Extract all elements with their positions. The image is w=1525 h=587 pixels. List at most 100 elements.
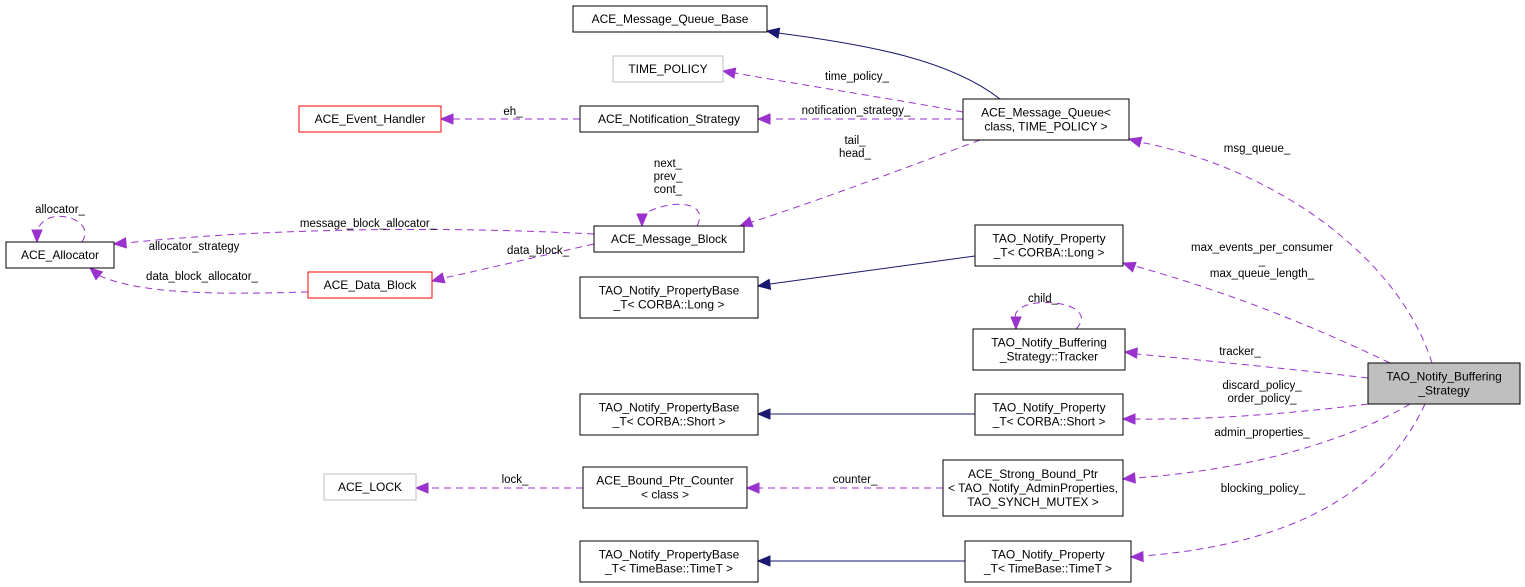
edge-label-eh: eh_ [503, 106, 523, 118]
arrowhead-icon [721, 67, 737, 79]
edge-label-child: child_ [1028, 293, 1059, 305]
class-node-dblock[interactable]: ACE_Data_Block [307, 271, 433, 299]
edge-label-tail-head: tail_head_ [839, 135, 872, 160]
arrowhead-icon [89, 267, 104, 281]
class-node-evh[interactable]: ACE_Event_Handler [298, 105, 442, 133]
class-name-line: ACE_Message_Queue< [981, 106, 1111, 120]
edge-label-line: admin_properties_ [1214, 427, 1310, 439]
edge-label-line: notification_strategy_ [802, 105, 911, 117]
class-node-pblong[interactable]: TAO_Notify_PropertyBase_T< CORBA::Long > [579, 276, 759, 319]
class-name-line: ACE_Allocator [21, 248, 99, 262]
class-name-line: TAO_Notify_PropertyBase [599, 284, 740, 298]
class-node-box [1367, 362, 1521, 405]
class-node-pshort[interactable]: TAO_Notify_Property_T< CORBA::Short > [974, 393, 1124, 436]
class-node-box [942, 459, 1124, 517]
edge-blocking-policy [1142, 403, 1426, 557]
edge-label-line: max_events_per_consumer [1191, 242, 1333, 254]
class-node-box [298, 105, 442, 133]
arrowhead-icon [1127, 136, 1143, 148]
edge-msg-queue [1139, 141, 1433, 364]
edge-label-line: tail_ [844, 135, 866, 147]
arrowhead-icon [738, 216, 754, 228]
edge-plong-inherits-pblong [769, 255, 976, 285]
edge-label-msg-queue: msg_queue_ [1224, 143, 1291, 155]
class-node-acelock[interactable]: ACE_LOCK [323, 473, 417, 501]
class-node-pbshort[interactable]: TAO_Notify_PropertyBase_T< CORBA::Short … [579, 393, 759, 436]
edge-label-line: time_policy_ [825, 71, 890, 83]
class-name-line: ACE_Bound_Ptr_Counter [596, 474, 733, 488]
edge-label-line: order_policy_ [1227, 393, 1297, 405]
class-name-line: < class > [641, 488, 689, 502]
edge-label-counter: counter_ [833, 474, 878, 486]
class-node-mblock[interactable]: ACE_Message_Block [593, 225, 745, 253]
class-node-box [612, 55, 724, 83]
edge-label-tracker: tracker_ [1219, 346, 1261, 358]
edge-discard-order [1134, 403, 1369, 420]
edge-label-max-events: max_events_per_consumer_max_queue_length… [1191, 242, 1333, 280]
class-name-line: _T< CORBA::Short > [992, 415, 1106, 429]
edge-label-line: lock_ [502, 474, 529, 486]
edge-label-admin-properties: admin_properties_ [1214, 427, 1310, 439]
class-node-box [579, 393, 759, 436]
edge-message-block-allocator [125, 228, 595, 244]
edge-child [1014, 301, 1082, 330]
edge-label-notification-strategy: notification_strategy_ [802, 105, 911, 117]
class-name-line: TAO_SYNCH_MUTEX > [967, 495, 1098, 509]
edge-label-data-block: data_block_ [507, 245, 570, 257]
class-node-focus[interactable]: TAO_Notify_Buffering_Strategy [1367, 362, 1521, 405]
class-name-line: ACE_LOCK [338, 480, 402, 494]
edge-tracker [1136, 353, 1369, 379]
class-name-line: ACE_Data_Block [324, 278, 418, 292]
edge-label-line: tracker_ [1219, 346, 1261, 358]
edge-admin-properties [1134, 403, 1411, 479]
class-name-line: TAO_Notify_PropertyBase [599, 401, 740, 415]
class-node-box [962, 98, 1130, 141]
class-node-box [972, 328, 1126, 371]
edge-label-line: message_block_allocator_ [300, 218, 437, 230]
edge-label-line: child_ [1028, 293, 1059, 305]
arrowhead-icon [636, 213, 648, 228]
class-node-box [307, 271, 433, 299]
class-node-timepol[interactable]: TIME_POLICY [612, 55, 724, 83]
arrowhead-icon [1129, 550, 1144, 563]
edge-label-line: max_queue_length_ [1210, 268, 1315, 280]
arrowhead-icon [1121, 413, 1136, 425]
class-name-line: _T< CORBA::Short > [612, 415, 726, 429]
edge-label-allocator-self: allocator_ [35, 204, 85, 216]
edge-label-blocking-policy: blocking_policy_ [1221, 483, 1306, 495]
arrowhead-icon [745, 482, 760, 494]
edge-label-line: allocator_strategy [149, 241, 240, 253]
class-name-line: TAO_Notify_Property [992, 232, 1105, 246]
edge-label-line: data_block_ [507, 245, 570, 257]
class-node-ptime[interactable]: TAO_Notify_Property_T< TimeBase::TimeT > [964, 540, 1132, 583]
class-name-line: ACE_Event_Handler [315, 112, 426, 126]
class-name-line: _Strategy::Tracker [999, 350, 1098, 364]
class-name-line: _T< CORBA::Long > [613, 298, 725, 312]
arrowhead-icon [756, 555, 771, 567]
edge-label-line: cont_ [654, 184, 683, 196]
class-node-tracker[interactable]: TAO_Notify_Buffering_Strategy::Tracker [972, 328, 1126, 371]
arrowhead-icon [430, 272, 446, 284]
class-node-box [5, 241, 115, 269]
class-node-notif[interactable]: ACE_Notification_Strategy [579, 105, 759, 133]
class-node-alloc[interactable]: ACE_Allocator [5, 241, 115, 269]
class-name-line: TIME_POLICY [628, 62, 707, 76]
class-node-bpc[interactable]: ACE_Bound_Ptr_Counter< class > [582, 466, 748, 509]
edge-mq-inherits-mqbase [777, 32, 1001, 100]
arrowhead-icon [112, 237, 127, 249]
class-name-line: _T< TimeBase::TimeT > [983, 562, 1112, 576]
class-node-mq[interactable]: ACE_Message_Queue<class, TIME_POLICY > [962, 98, 1130, 141]
arrowhead-icon [756, 278, 772, 290]
edge-next-prev-cont [640, 203, 700, 227]
edge-time-policy [734, 72, 964, 113]
class-node-plong[interactable]: TAO_Notify_Property_T< CORBA::Long > [974, 224, 1124, 267]
class-node-box [593, 225, 745, 253]
class-node-sbp[interactable]: ACE_Strong_Bound_Ptr< TAO_Notify_AdminPr… [942, 459, 1124, 517]
edge-data-block [443, 243, 595, 279]
class-node-mqbase[interactable]: ACE_Message_Queue_Base [572, 5, 768, 33]
class-name-line: _T< TimeBase::TimeT > [604, 562, 733, 576]
class-node-pbtime[interactable]: TAO_Notify_PropertyBase_T< TimeBase::Tim… [579, 540, 759, 583]
arrowhead-icon [765, 27, 781, 39]
class-node-box [323, 473, 417, 501]
